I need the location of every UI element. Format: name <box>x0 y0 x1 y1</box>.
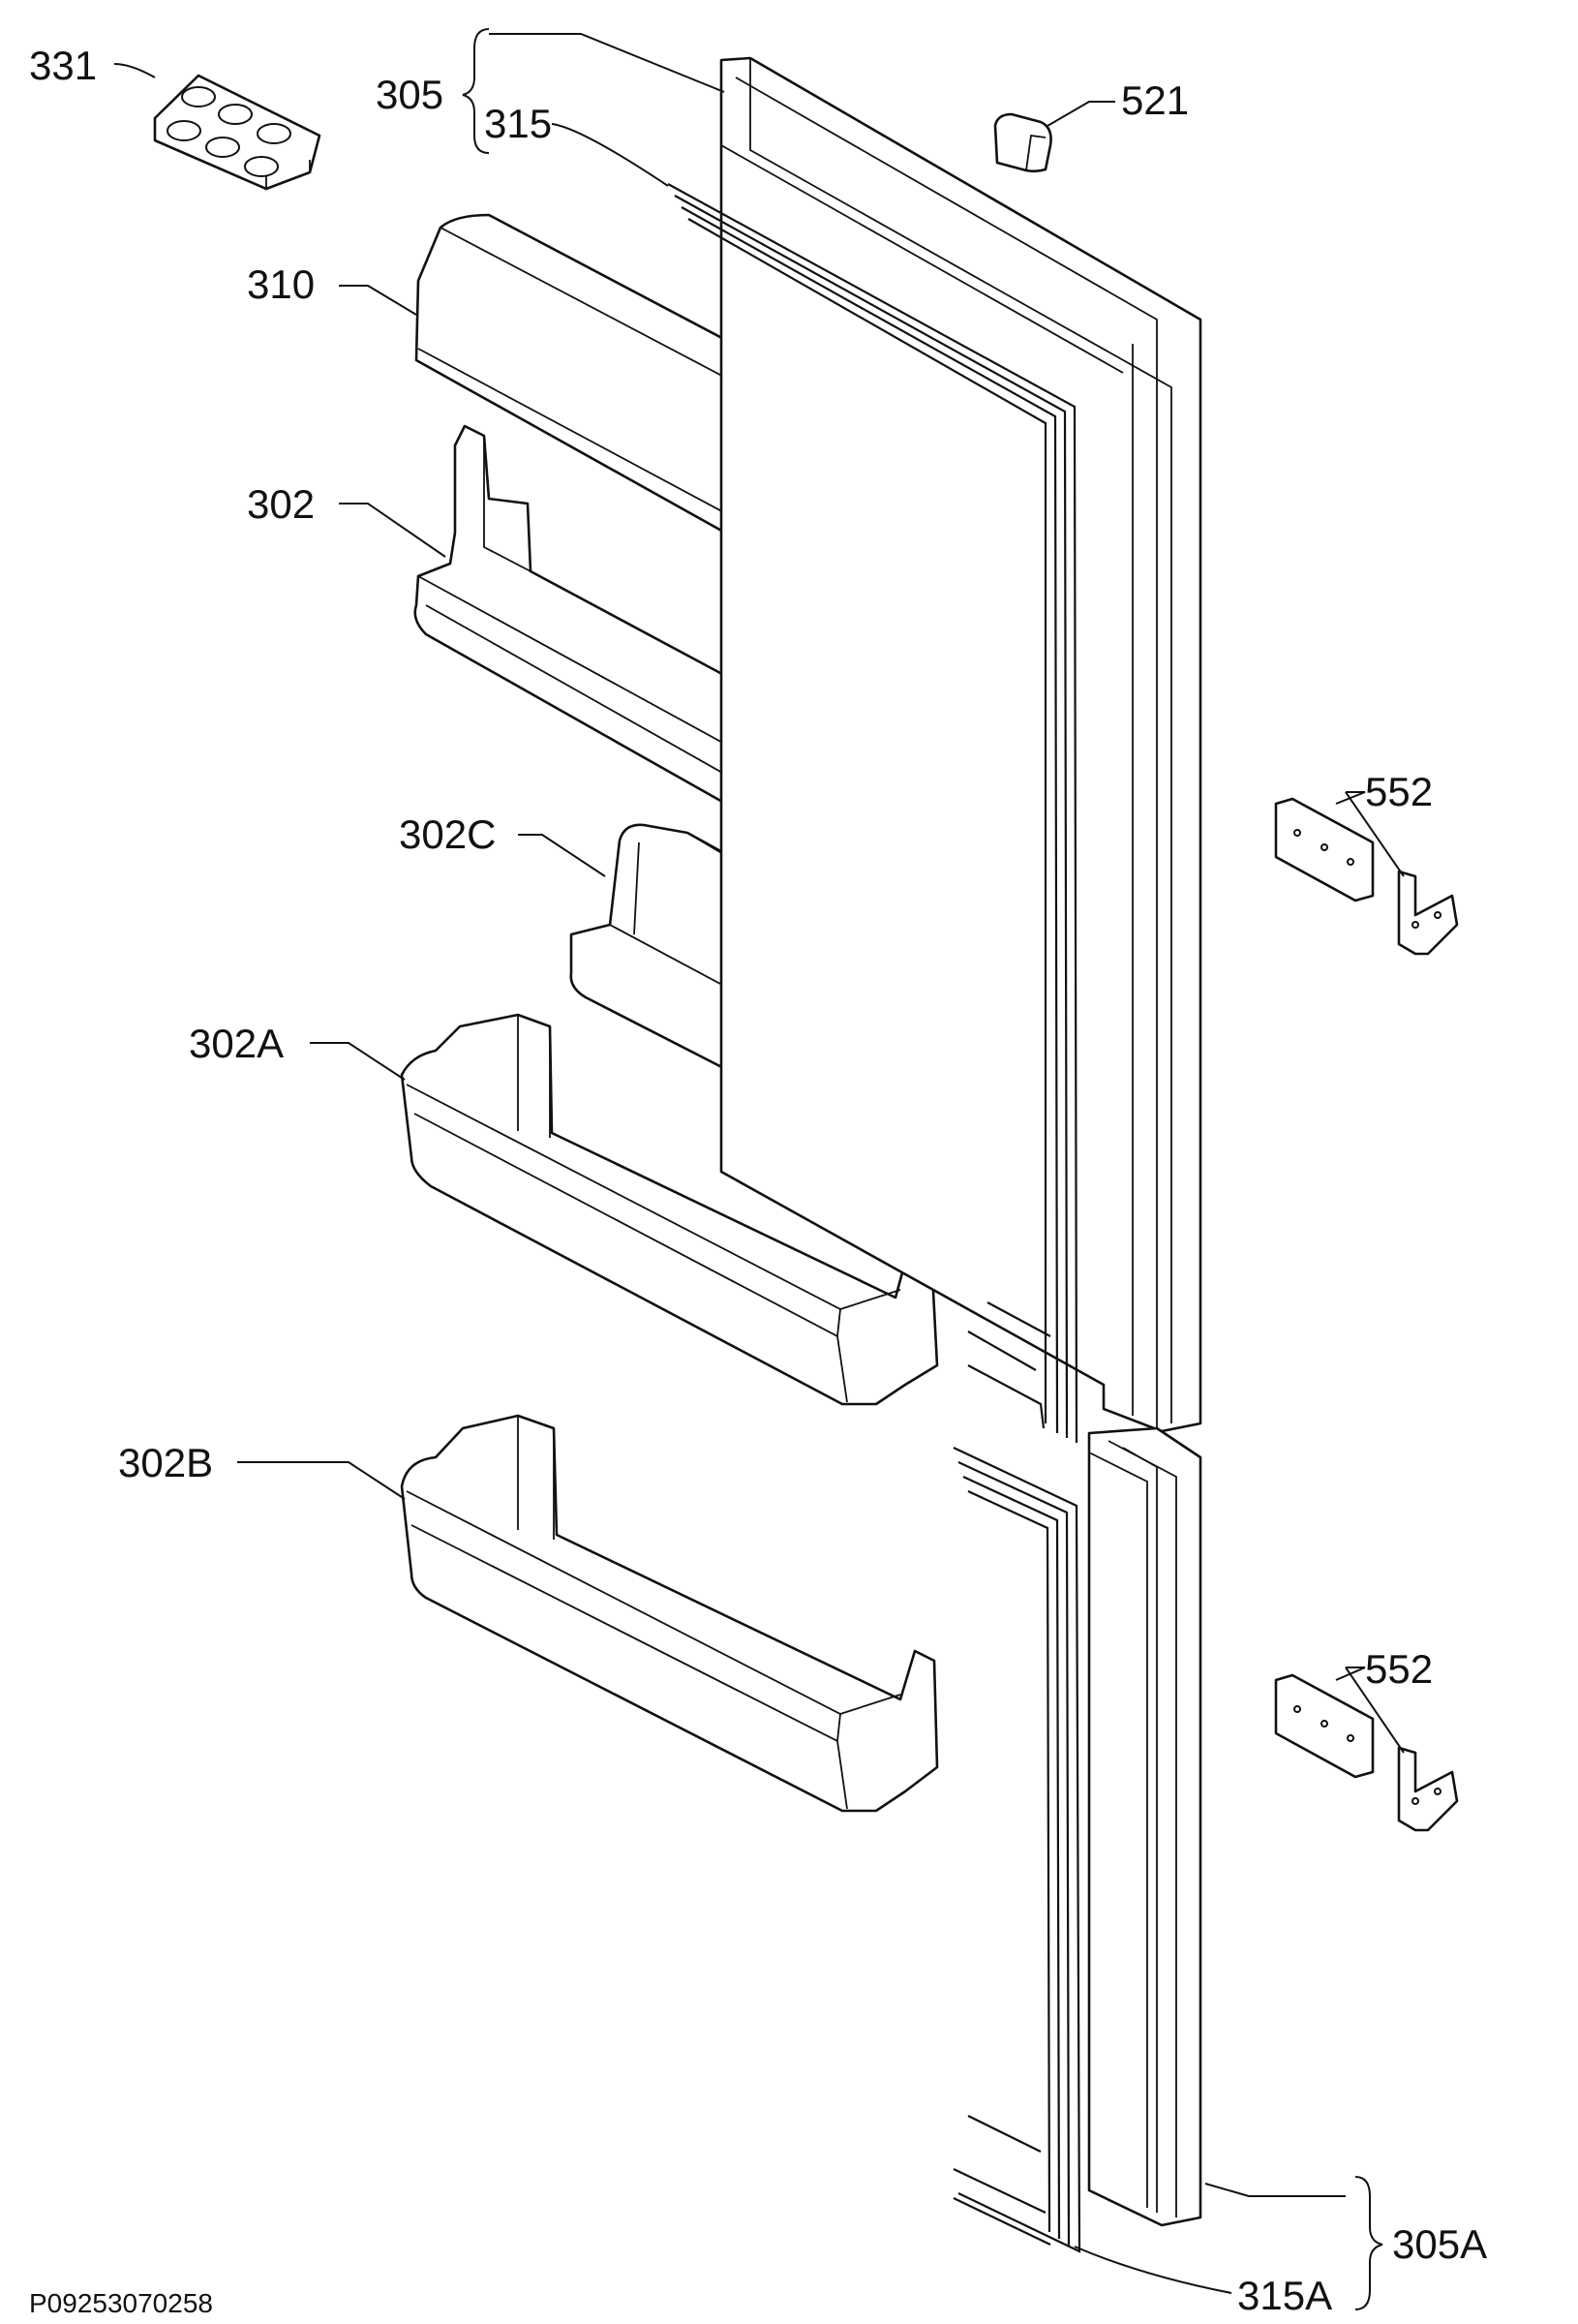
part-labels: 331 305 315 521 310 302 552 302C 302A 30… <box>29 43 1487 2318</box>
label-315: 315 <box>484 101 552 146</box>
leader-305 <box>489 33 725 93</box>
door-handle-cap-part-521 <box>993 112 1052 173</box>
label-302: 302 <box>247 481 315 527</box>
label-315A: 315A <box>1237 2273 1332 2318</box>
leader-302 <box>339 503 446 558</box>
leader-302C <box>518 834 606 877</box>
label-302B: 302B <box>118 1440 213 1485</box>
upper-door-gasket-part-315 <box>667 183 1078 1444</box>
drawing-code: P09253070258 <box>29 2288 213 2318</box>
leader-305A <box>1204 2183 1346 2197</box>
label-302C: 302C <box>399 811 496 857</box>
bottle-shelf-part-302A <box>400 1013 939 1406</box>
label-552-bottom: 552 <box>1365 1646 1433 1692</box>
leader-521 <box>1047 101 1115 127</box>
bottom-bottle-shelf-part-302B <box>400 1414 939 1813</box>
label-331: 331 <box>29 43 97 88</box>
label-521: 521 <box>1121 77 1189 123</box>
leader-310 <box>339 285 417 316</box>
leader-331 <box>113 63 156 78</box>
leader-552-top <box>1335 791 1405 877</box>
leader-302B <box>237 1461 406 1500</box>
leader-315 <box>551 123 669 187</box>
lower-door-gasket-part-315A <box>953 1447 1081 2253</box>
leader-lines <box>113 28 1405 2310</box>
label-305A: 305A <box>1392 2221 1487 2267</box>
brace-305A <box>1354 2176 1383 2310</box>
label-305: 305 <box>376 72 443 117</box>
leader-315A <box>1074 2246 1232 2294</box>
egg-tray-part-331 <box>153 74 321 191</box>
lower-door-part-305A <box>1087 1426 1202 2227</box>
leader-302A <box>310 1042 406 1081</box>
brace-305 <box>462 28 490 154</box>
label-310: 310 <box>247 261 315 307</box>
upper-door-part-305 <box>719 56 1202 1433</box>
lower-hinge-part-552 <box>1274 1673 1459 1832</box>
leader-552-bottom <box>1335 1667 1405 1754</box>
label-302A: 302A <box>189 1021 284 1066</box>
upper-hinge-part-552 <box>1274 797 1459 956</box>
label-552-top: 552 <box>1365 769 1433 814</box>
